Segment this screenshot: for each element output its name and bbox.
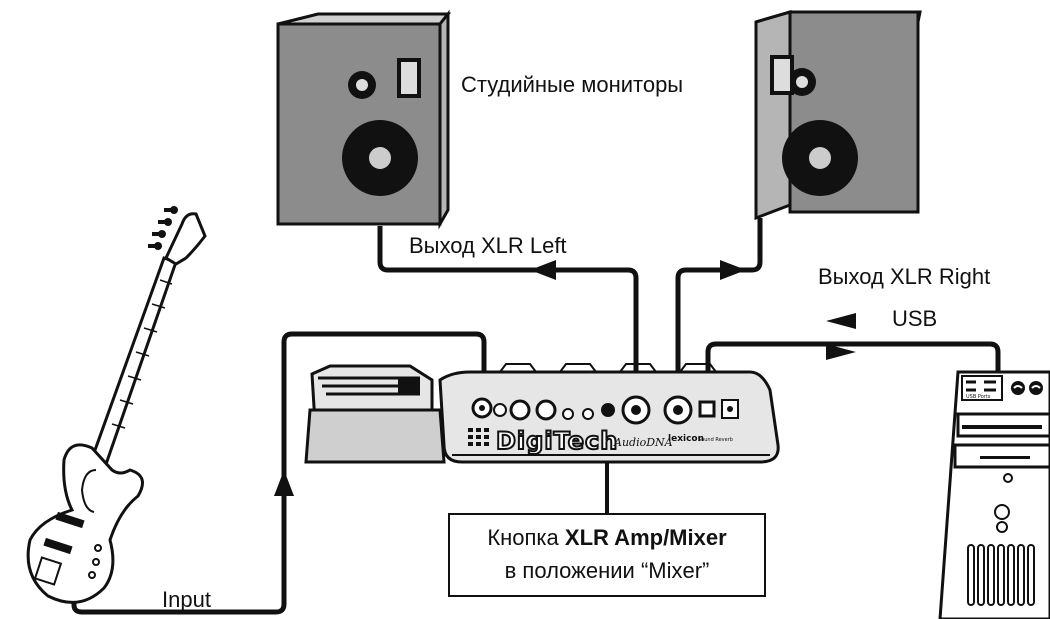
cable-xlr-right	[675, 218, 763, 392]
label-xlr-right: Выход XLR Right	[818, 264, 991, 289]
callout-xlr-button: Кнопка XLR Amp/Mixer в положении “Mixer”	[448, 513, 766, 597]
label-xlr-left: Выход XLR Left	[409, 233, 567, 258]
callout-bold: XLR Amp/Mixer	[564, 525, 727, 550]
device-brand: DigiTech	[496, 427, 618, 455]
computer-tower: USB Ports	[938, 370, 1050, 619]
label-usb: USB	[892, 306, 938, 331]
label-input: Input	[162, 587, 211, 612]
usb-ports-label: USB Ports	[966, 394, 991, 400]
cable-usb	[705, 341, 1001, 400]
device-product: AudioDNA	[613, 436, 673, 449]
callout-line2: в положении “Mixer”	[504, 558, 710, 583]
callout-prefix: Кнопка	[487, 525, 565, 550]
speaker-right	[754, 9, 922, 221]
device-partner: lexicon	[668, 434, 704, 444]
speaker-left	[276, 9, 452, 230]
callout-line1: Кнопка XLR Amp/Mixer	[450, 521, 764, 554]
label-studio-monitors: Студийные мониторы	[461, 72, 684, 97]
device-partner-sub: Sound Reverb	[698, 437, 733, 443]
arrows	[274, 260, 856, 496]
cable-xlr-left	[377, 226, 639, 392]
jack-usb	[698, 400, 716, 418]
digitech-pedal: DigiTech AudioDNA lexicon Sound Reverb	[304, 363, 780, 464]
bass-guitar	[26, 206, 207, 604]
xlr-mixer-button	[601, 403, 615, 417]
